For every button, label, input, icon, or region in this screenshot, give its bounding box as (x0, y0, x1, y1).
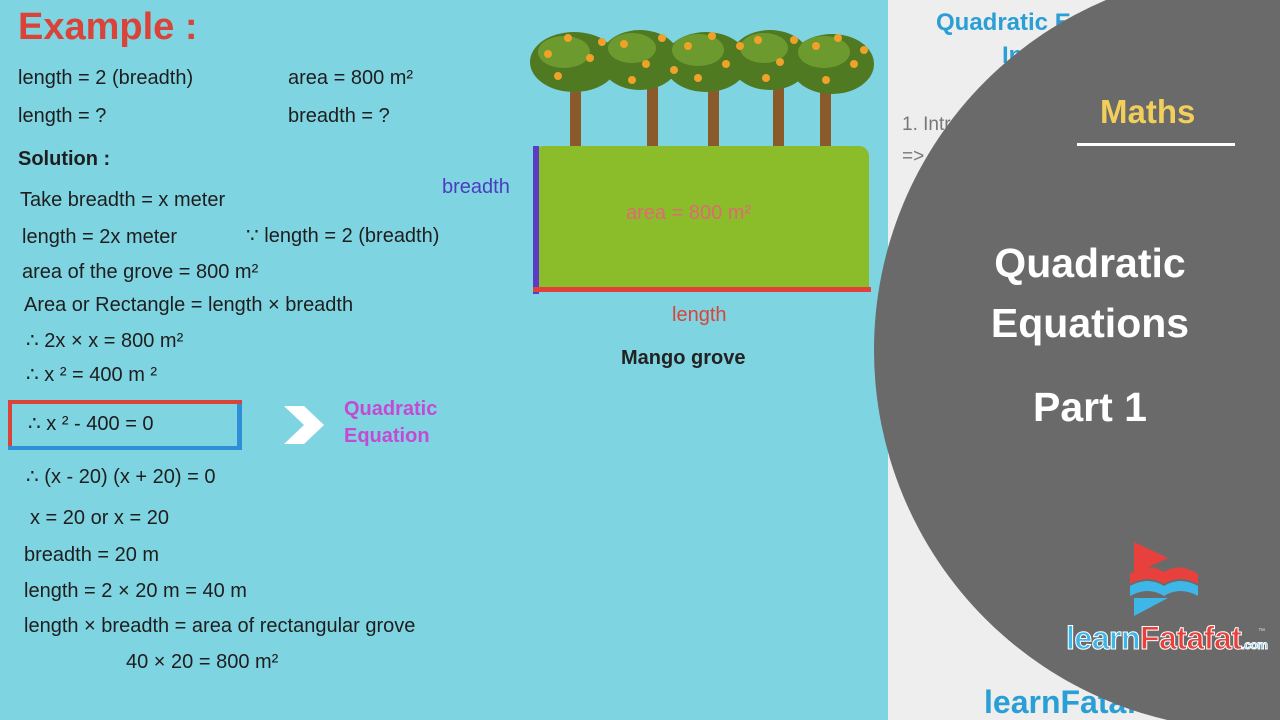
box-border (8, 400, 12, 450)
trademark: ™ (1258, 628, 1265, 635)
quadratic-equation-box: ∴ x ² - 400 = 0 (8, 400, 242, 450)
brand-part: learn (1066, 620, 1141, 657)
solution-step: length = 2x meter (22, 226, 178, 248)
learnfatafat-logo-icon (1130, 542, 1198, 616)
subject-label: Maths (1100, 93, 1196, 130)
brand-wordmark: learnFatafat.com (1066, 620, 1269, 657)
highlighted-equation: ∴ x ² - 400 = 0 (28, 413, 154, 435)
given-area: area = 800 m² (288, 67, 414, 89)
part-label: Part 1 (1033, 384, 1147, 430)
brand-suffix: .com (1241, 638, 1269, 653)
quadratic-equation-label: Quadratic Equation (344, 396, 437, 450)
solution-step: x = 20 or x = 20 (30, 507, 169, 529)
solution-heading: Solution : (18, 148, 111, 170)
area-label: area = 800 m² (626, 202, 752, 224)
video-title-line: Quadratic (994, 240, 1186, 286)
solution-step: Area or Rectangle = length × breadth (24, 294, 354, 316)
solution-step: 40 × 20 = 800 m² (126, 651, 279, 673)
lesson-slide: Example : length = 2 (breadth) area = 80… (8, 6, 874, 673)
grove-field (537, 146, 869, 290)
solution-step: breadth = 20 m (24, 544, 160, 566)
solution-step: ∴ x ² = 400 m ² (26, 364, 158, 386)
solution-step: Take breadth = x meter (20, 189, 226, 211)
example-title: Example : (18, 6, 198, 48)
breadth-side-line (533, 146, 539, 294)
solution-step: length = 2 × 20 m = 40 m (24, 580, 247, 602)
length-label: length (672, 304, 727, 326)
given-length: length = 2 (breadth) (18, 67, 194, 89)
box-border (8, 446, 242, 450)
length-side-line (533, 287, 871, 292)
subject-underline (1077, 143, 1235, 146)
solution-step: area of the grove = 800 m² (22, 261, 259, 283)
solution-step: ∴ 2x × x = 800 m² (26, 330, 184, 352)
solution-step: length × breadth = area of rectangular g… (24, 615, 416, 637)
box-border (237, 404, 242, 450)
ask-breadth: breadth = ? (288, 105, 390, 127)
breadth-label: breadth (442, 176, 510, 198)
diagram-caption: Mango grove (621, 347, 746, 369)
chevron-right-icon (284, 406, 324, 444)
box-border (8, 400, 242, 404)
label-line: Equation (344, 425, 430, 447)
video-title-line: Equations (990, 300, 1190, 346)
solution-step: ∴ (x - 20) (x + 20) = 0 (26, 466, 216, 488)
solution-step: ∵ length = 2 (breadth) (246, 225, 440, 247)
ask-length: length = ? (18, 105, 107, 127)
brand-part: Fatafat (1139, 620, 1242, 657)
mango-trees-illustration (530, 30, 874, 160)
label-line: Quadratic (344, 398, 438, 420)
